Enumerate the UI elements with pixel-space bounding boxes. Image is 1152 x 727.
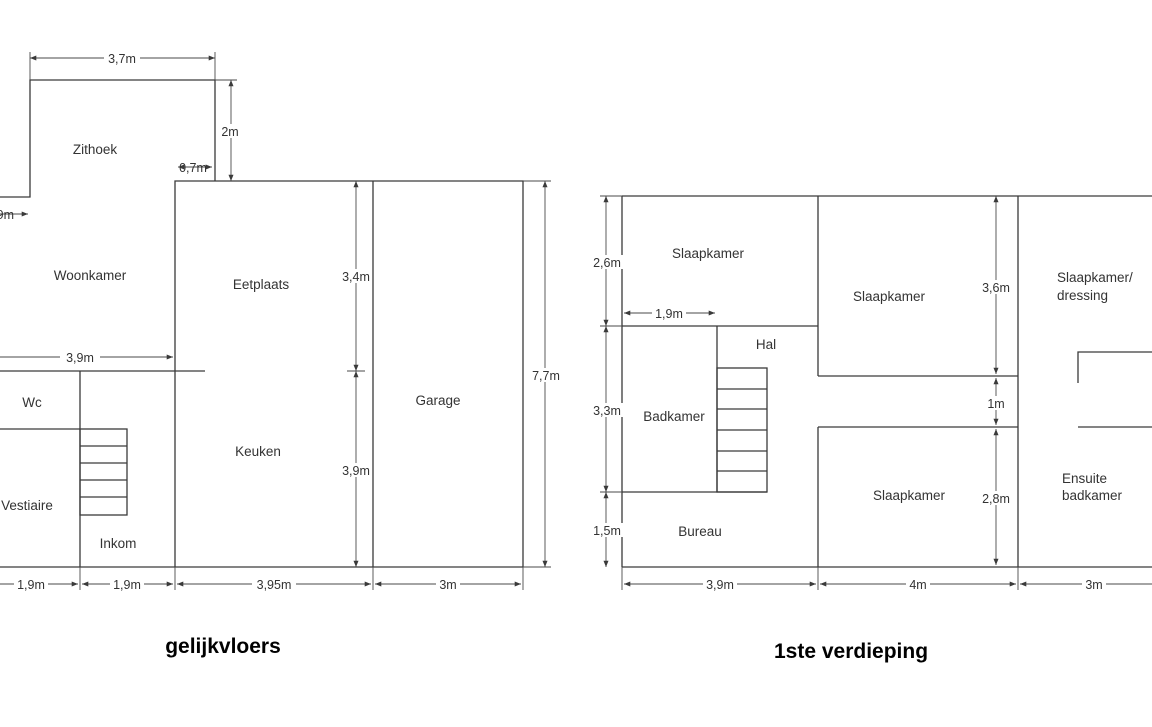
dim-label: 2,6m [593, 256, 621, 270]
dim-label: 3,9m [66, 351, 94, 365]
dim-label: 3,9m [342, 464, 370, 478]
dim-label: 1,9m [17, 578, 45, 592]
room-label: Badkamer [643, 409, 705, 424]
ground-floor-dimensions [0, 52, 551, 590]
room-label: Slaapkamer/ [1057, 270, 1133, 285]
ground-floor-plan: 3,7m 2m 0,7m 0,9m 3,4m 3,9m 3,9m 7,7m 1,… [0, 51, 563, 658]
dim-label: 3,4m [342, 270, 370, 284]
dim-label: 3m [1085, 578, 1102, 592]
dim-label: 3,7m [108, 52, 136, 66]
room-label: Ensuite [1062, 471, 1107, 486]
first-floor-dimension-labels: 2,6m 1,9m 3,6m 3,3m 1m 1,5m 2,8m 3,9m 4m… [590, 255, 1106, 592]
dim-label: 0,9m [0, 208, 14, 222]
dim-label: 2m [221, 125, 238, 139]
room-label: Slaapkamer [853, 289, 926, 304]
room-label: Slaapkamer [672, 246, 745, 261]
dim-label: 0,7m [179, 161, 207, 175]
first-floor-plan: 2,6m 1,9m 3,6m 3,3m 1m 1,5m 2,8m 3,9m 4m… [590, 195, 1152, 663]
dim-label: 1,5m [593, 524, 621, 538]
ground-floor-room-labels: Zithoek Woonkamer Eetplaats Keuken Garag… [1, 142, 460, 551]
dim-label: 3,9m [706, 578, 734, 592]
room-label: Woonkamer [54, 268, 127, 283]
first-floor-room-labels: Slaapkamer Slaapkamer Slaapkamer/ dressi… [643, 246, 1133, 539]
room-label: badkamer [1062, 488, 1123, 503]
room-label: Hal [756, 337, 776, 352]
dim-label: 7,7m [532, 369, 560, 383]
room-label: dressing [1057, 288, 1108, 303]
dim-label: 4m [909, 578, 926, 592]
dim-label: 1,9m [113, 578, 141, 592]
dim-label: 1m [987, 397, 1004, 411]
dim-label: 3,6m [982, 281, 1010, 295]
room-label: Keuken [235, 444, 281, 459]
dim-label: 2,8m [982, 492, 1010, 506]
room-label: Inkom [100, 536, 137, 551]
ground-floor-dimension-labels: 3,7m 2m 0,7m 0,9m 3,4m 3,9m 3,9m 7,7m 1,… [0, 51, 563, 592]
floor-title: 1ste verdieping [774, 640, 928, 663]
room-label: Garage [415, 393, 460, 408]
dim-label: 3m [439, 578, 456, 592]
room-label: Slaapkamer [873, 488, 946, 503]
room-label: Wc [22, 395, 42, 410]
room-label: Zithoek [73, 142, 118, 157]
dim-label: 3,3m [593, 404, 621, 418]
dim-label: 1,9m [655, 307, 683, 321]
room-label: Eetplaats [233, 277, 290, 292]
ground-floor-walls [0, 79, 524, 568]
floor-title: gelijkvloers [165, 635, 281, 658]
room-label: Bureau [678, 524, 722, 539]
room-label: Vestiaire [1, 498, 53, 513]
dim-label: 3,95m [257, 578, 292, 592]
